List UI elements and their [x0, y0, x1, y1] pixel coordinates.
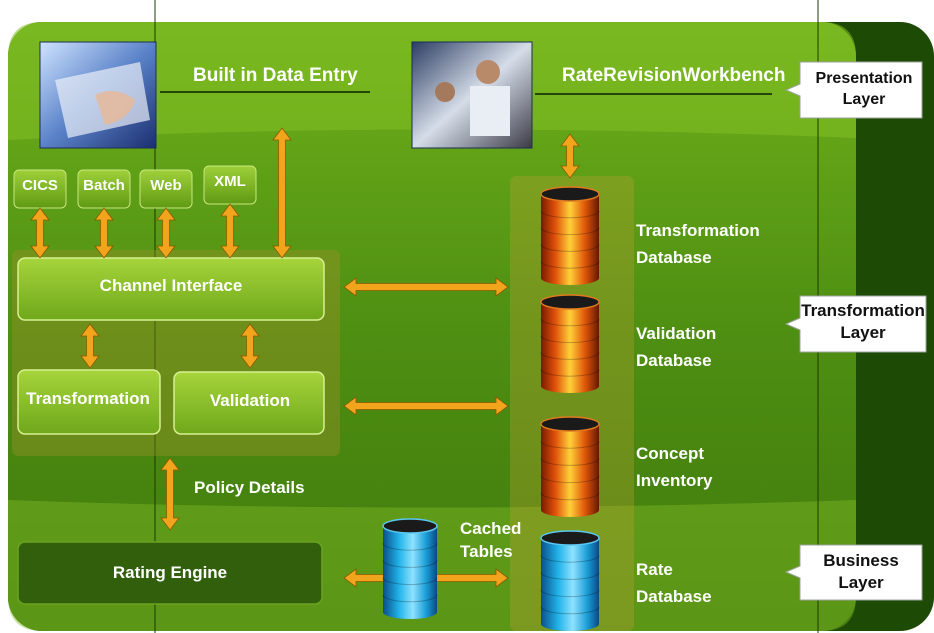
data-entry-label: Built in Data Entry: [193, 65, 358, 86]
layer-label: Transformation: [801, 301, 925, 320]
arrow-workbench-to-db: [560, 133, 580, 179]
workbench-image: [411, 41, 533, 149]
transformation-database-icon: [540, 186, 600, 285]
db-label-validation-1: Validation: [636, 324, 716, 343]
database-group-region: [510, 176, 634, 631]
channel-label: Web: [150, 177, 181, 194]
databases-layer: [382, 186, 600, 631]
arrow-channel-to-db: [343, 277, 509, 297]
arrow-data-entry: [272, 127, 292, 259]
db-label-concept-2: Inventory: [636, 471, 713, 490]
db-label-rate-1: Rate: [636, 560, 673, 579]
transformation-box-label: Transformation: [26, 389, 150, 408]
layer-label: Layer: [843, 91, 886, 108]
layer-label: Presentation: [816, 70, 913, 87]
arrow-channel-to-transformation: [80, 323, 100, 369]
db-label-transformation-2: Database: [636, 248, 712, 267]
channel-label: XML: [214, 173, 246, 190]
layer-label: Business: [823, 551, 899, 570]
cached-tables-label-line2: Tables: [460, 542, 513, 561]
db-label-transformation-1: Transformation: [636, 221, 760, 240]
layer-label: Layer: [838, 573, 884, 592]
channel-label: CICS: [22, 177, 58, 194]
transformation-box: Transformation: [17, 369, 161, 435]
arrow-web: [156, 207, 176, 259]
transformation-layer-callout: Transformation Layer: [784, 295, 927, 353]
workbench-label: RateRevisionWorkbench: [562, 65, 785, 86]
db-label-validation-2: Database: [636, 351, 712, 370]
arrow-batch: [94, 207, 114, 259]
channel-box-batch: Batch: [77, 169, 131, 209]
cached-tables-icon: [382, 518, 438, 619]
data-entry-image: [39, 41, 157, 149]
presentation-layer-callout: Presentation Layer: [784, 61, 923, 119]
layer-label: Layer: [840, 323, 886, 342]
db-label-rate-2: Database: [636, 587, 712, 606]
arrow-validation-to-db: [343, 396, 509, 416]
channel-interface-label: Channel Interface: [100, 276, 243, 295]
policy-details-label: Policy Details: [194, 478, 305, 497]
validation-database-icon: [540, 294, 600, 393]
channel-label: Batch: [83, 177, 125, 194]
channel-interface-box: Channel Interface: [17, 257, 325, 321]
arrow-cics: [30, 207, 50, 259]
arrow-channel-to-validation: [240, 323, 260, 369]
channel-box-cics: CICS: [13, 169, 67, 209]
rating-engine-label: Rating Engine: [113, 563, 227, 582]
rate-database-icon: [540, 530, 600, 631]
validation-box: Validation: [173, 371, 325, 435]
arrow-policy-details: [160, 457, 180, 531]
validation-box-label: Validation: [210, 391, 290, 410]
concept-inventory-icon: [540, 416, 600, 517]
arrow-xml: [220, 203, 240, 259]
business-layer-callout: Business Layer: [784, 544, 923, 601]
db-label-concept-1: Concept: [636, 444, 704, 463]
channel-box-xml: XML: [203, 165, 257, 205]
cached-tables-label-line1: Cached: [460, 519, 521, 538]
channel-box-web: Web: [139, 169, 193, 209]
rating-engine-box: Rating Engine: [17, 541, 323, 605]
